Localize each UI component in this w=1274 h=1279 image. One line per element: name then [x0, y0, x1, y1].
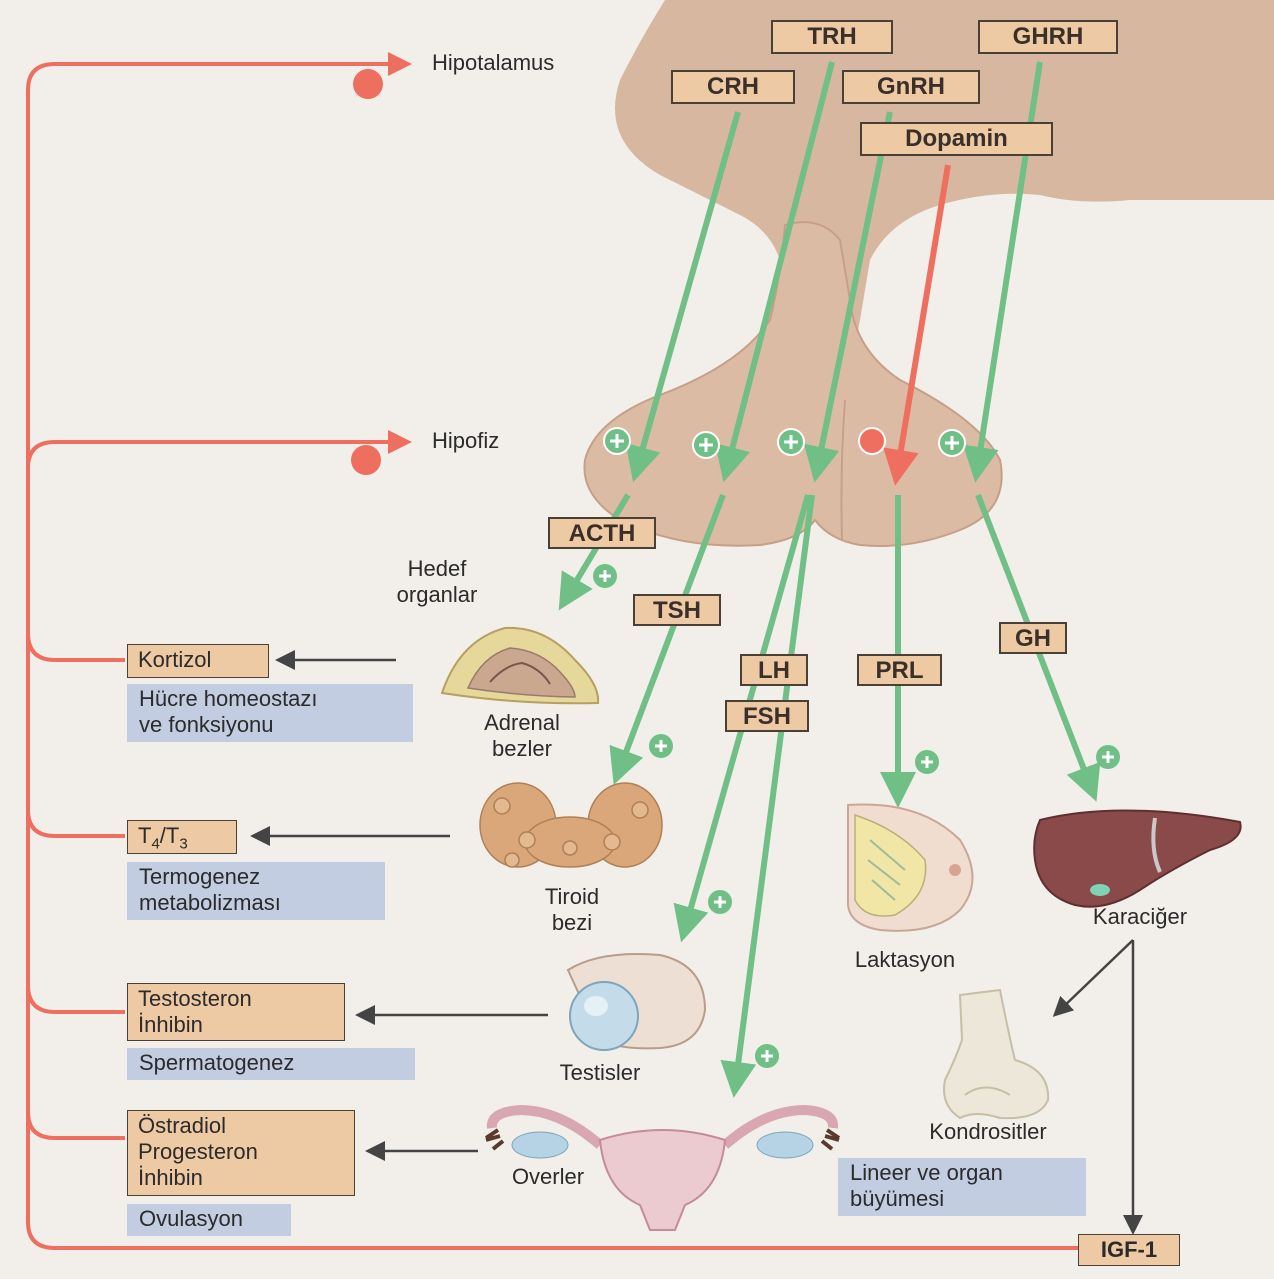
pituitary-inhibition-dot	[351, 445, 381, 475]
gh-label: GH	[999, 622, 1067, 654]
plus-sign-trh	[693, 432, 719, 458]
chondrocytes-label: Kondrositler	[893, 1119, 1083, 1145]
lh-label: LH	[740, 654, 808, 686]
dopamin-label: Dopamin	[860, 122, 1053, 156]
trh-label: TRH	[771, 20, 893, 54]
plus-sign-acth	[593, 564, 617, 588]
adrenal-gland-illustration	[442, 628, 598, 703]
crh-label: CRH	[671, 70, 795, 104]
hypothalamus-inhibition-dot	[353, 69, 383, 99]
acth-label: ACTH	[548, 517, 656, 549]
plus-sign-lh	[708, 890, 732, 914]
plus-sign-gnrh	[778, 429, 804, 455]
hypothalamus-label: Hipotalamus	[432, 50, 554, 76]
liver-illustration	[1034, 810, 1240, 906]
plus-sign-tsh	[649, 734, 673, 758]
tsh-label: TSH	[633, 594, 721, 626]
testes-illustration	[568, 954, 705, 1050]
breast-label: Laktasyon	[820, 947, 990, 973]
plus-sign-prl	[915, 750, 939, 774]
t4-t3-box: T4/T3	[127, 820, 237, 854]
thyroid-illustration	[480, 783, 662, 867]
liver-label: Karaciğer	[1055, 904, 1225, 930]
ovaries-effect-box: Ovulasyon	[127, 1204, 291, 1236]
bone-illustration	[944, 990, 1048, 1118]
pituitary-label: Hipofiz	[432, 428, 499, 454]
breast-illustration	[848, 804, 973, 930]
testes-label: Testisler	[520, 1060, 680, 1086]
fsh-label: FSH	[725, 700, 809, 732]
gnrh-label: GnRH	[842, 70, 980, 104]
minus-sign-dopamin	[859, 428, 885, 454]
plus-sign-fsh	[755, 1044, 779, 1068]
ghrh-label: GHRH	[978, 20, 1118, 54]
prl-label: PRL	[857, 654, 942, 686]
plus-sign-ghrh	[939, 430, 965, 456]
pituitary-gland	[584, 222, 1001, 546]
igf1-box: IGF-1	[1078, 1234, 1180, 1266]
plus-sign-gh	[1096, 745, 1120, 769]
plus-sign-crh	[604, 428, 630, 454]
testes-effect-box: Spermatogenez	[127, 1048, 415, 1080]
ovaries-label: Overler	[478, 1164, 618, 1190]
cortisol-box: Kortizol	[127, 644, 269, 678]
